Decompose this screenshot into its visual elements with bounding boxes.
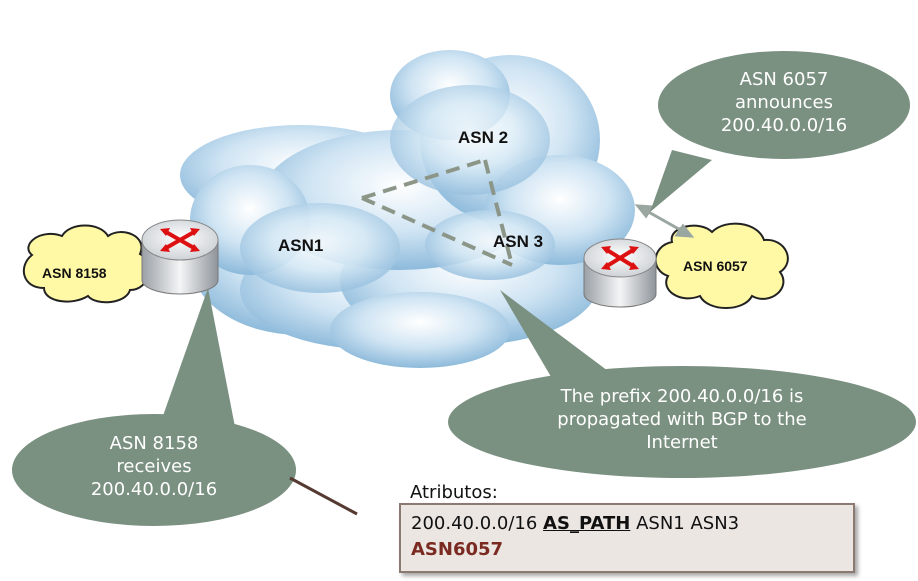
label-asn-6057: ASN 6057: [683, 258, 748, 274]
double-arrow-icon: [634, 204, 695, 238]
label-asn-8158: ASN 8158: [42, 265, 107, 281]
callout-announces-shape: [650, 51, 910, 212]
connector-line: [289, 476, 358, 516]
callout-line: The prefix 200.40.0.0/16 is: [560, 386, 804, 407]
as-path-lines: [361, 158, 514, 267]
callout-line: Internet: [646, 432, 718, 453]
attr-as-path-label: AS_PATH: [543, 513, 631, 534]
label-asn-1: ASN1: [278, 236, 324, 255]
attr-origin: ASN6057: [411, 539, 504, 560]
internet-cloud: [180, 50, 635, 368]
attributes-title: Atributos:: [410, 482, 498, 503]
attributes-line-1: 200.40.0.0/16 AS_PATH ASN1 ASN3: [411, 511, 843, 537]
callout-receives-shape: [12, 288, 296, 526]
callout-propagated: The prefix 200.40.0.0/16 is propagated w…: [522, 385, 842, 454]
callout-propagated-shape: [448, 290, 916, 478]
attr-prefix: 200.40.0.0/16: [411, 513, 538, 534]
callout-line: 200.40.0.0/16: [720, 115, 848, 136]
callout-receives: ASN 8158 receives 200.40.0.0/16: [64, 432, 244, 501]
label-asn-3: ASN 3: [493, 232, 544, 251]
callout-line: announces: [734, 92, 834, 113]
callout-line: 200.40.0.0/16: [90, 479, 218, 500]
attr-path: ASN1 ASN3: [636, 513, 740, 534]
callout-announces: ASN 6057 announces 200.40.0.0/16: [684, 68, 884, 137]
callout-line: ASN 6057: [739, 69, 829, 90]
cloud-asn-6057: [654, 222, 789, 309]
callout-line: receives: [116, 456, 192, 477]
callout-line: ASN 8158: [109, 433, 199, 454]
cloud-asn-8158: [22, 224, 150, 304]
router-icon: [583, 238, 657, 308]
callout-line: propagated with BGP to the: [557, 409, 807, 430]
attributes-box: 200.40.0.0/16 AS_PATH ASN1 ASN3 ASN6057: [399, 503, 855, 573]
label-asn-2: ASN 2: [458, 128, 509, 147]
router-icon: [141, 219, 219, 295]
